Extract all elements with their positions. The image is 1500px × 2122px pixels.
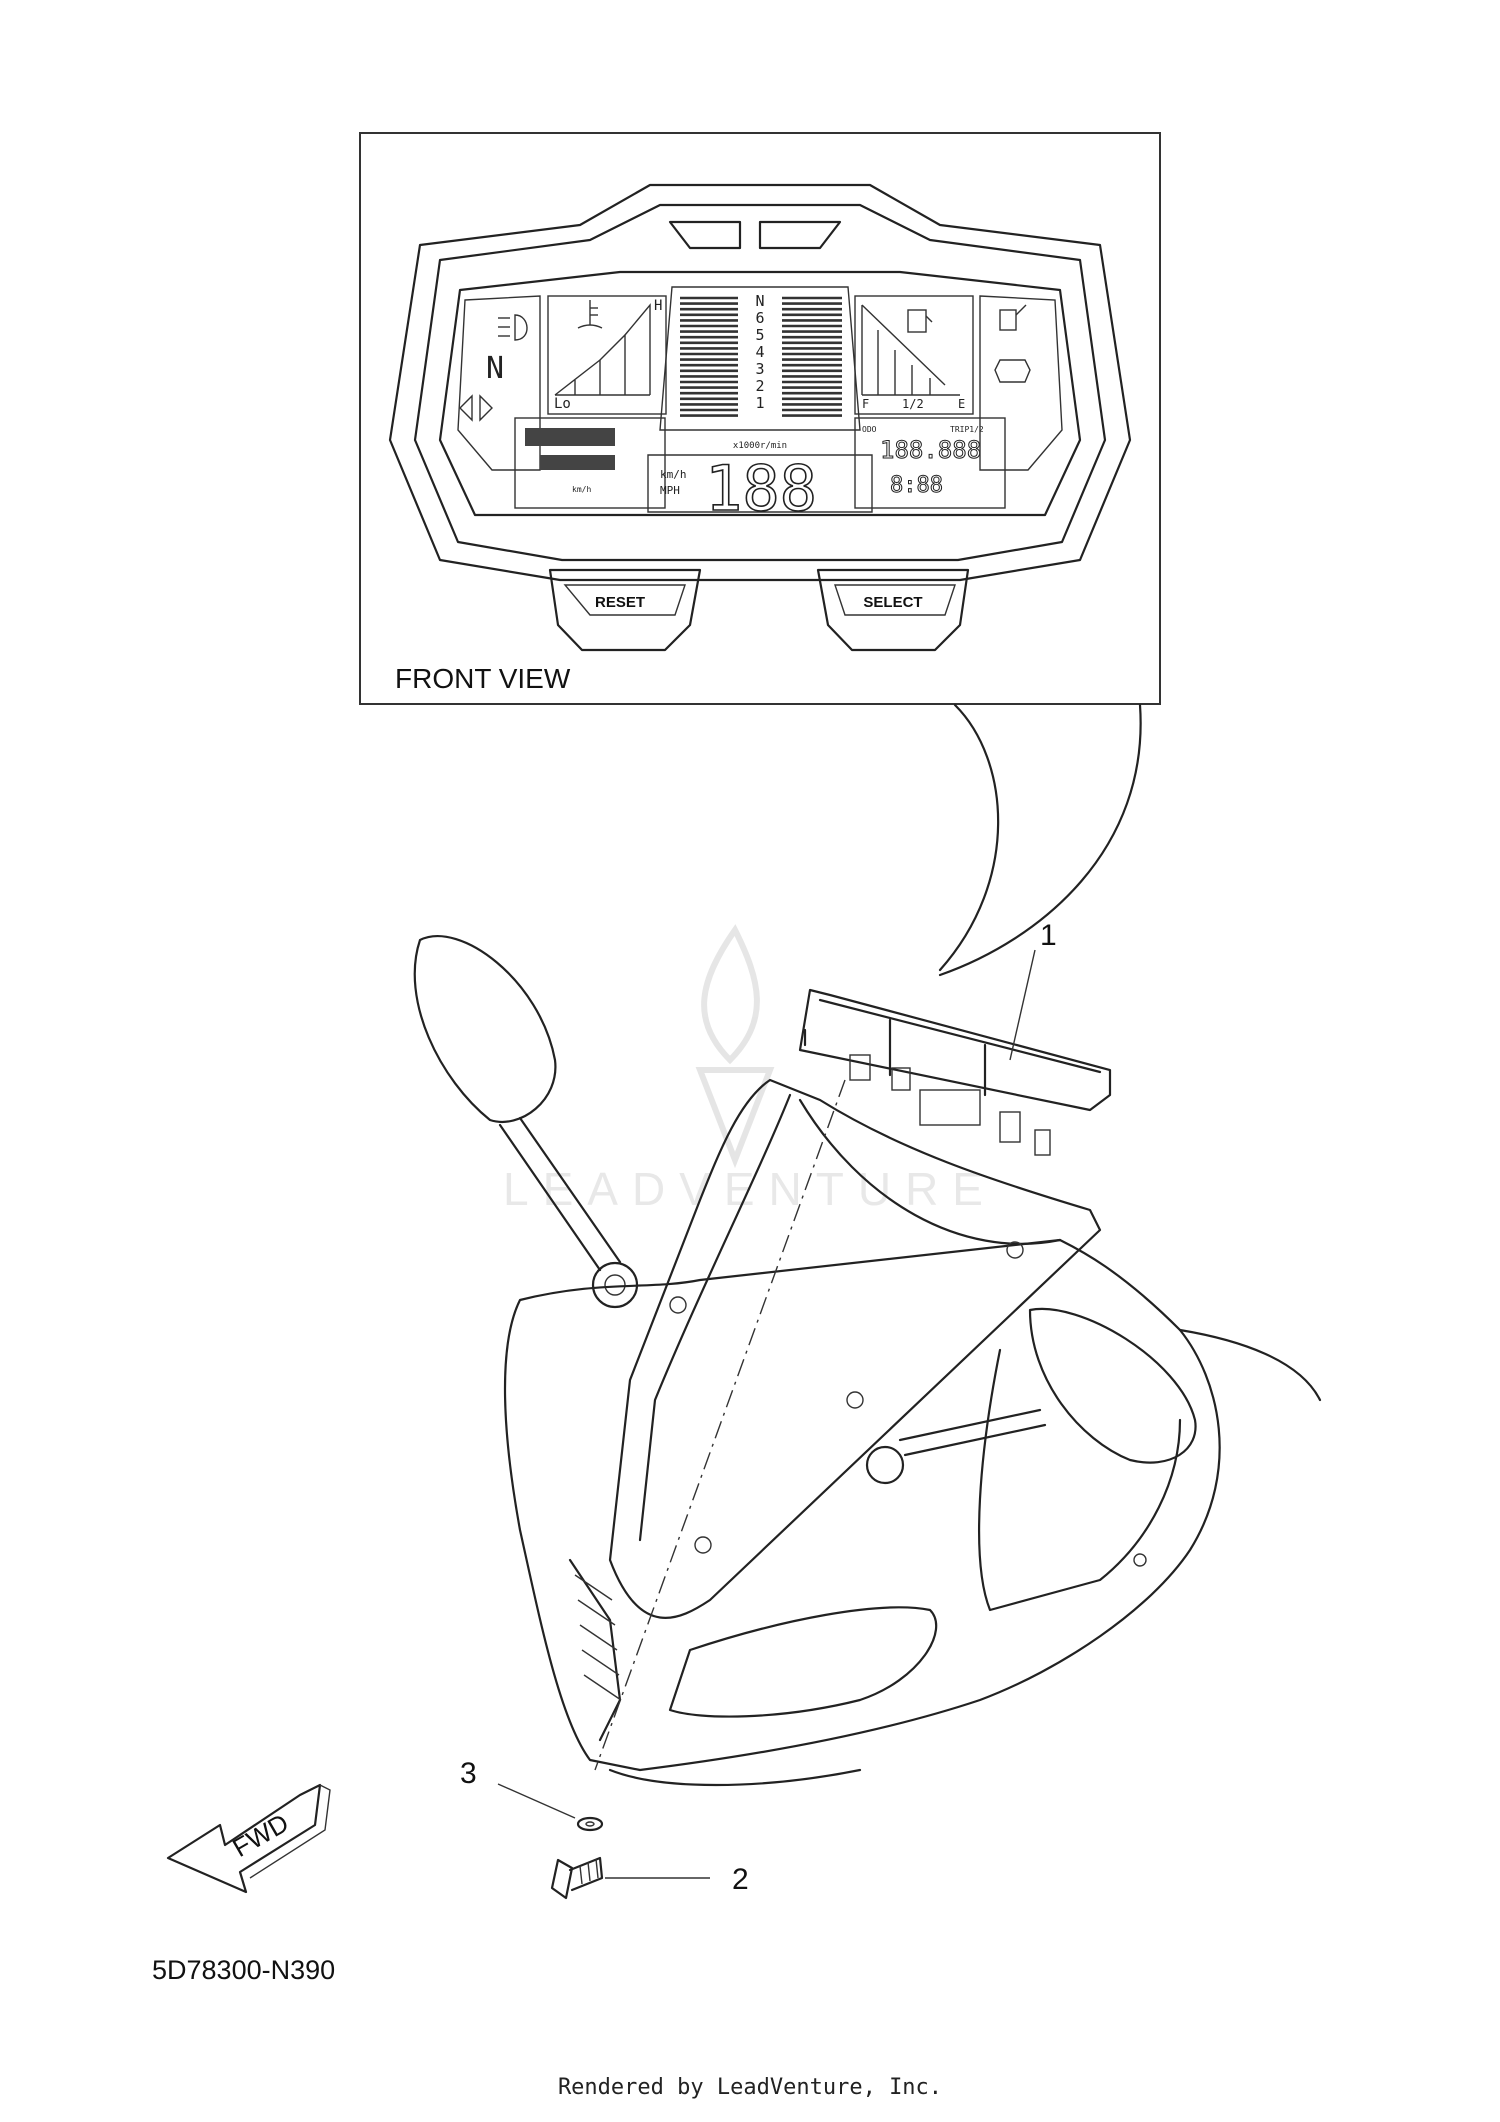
gear-indicator-digit: 3 bbox=[755, 360, 764, 378]
footer-credit: Rendered by LeadVenture, Inc. bbox=[558, 2075, 942, 2100]
front-view-label: FRONT VIEW bbox=[395, 663, 571, 694]
watermark: LEADVENTURE bbox=[503, 924, 997, 1215]
headlight-high-beam-icon bbox=[498, 314, 528, 341]
gear-indicator-digit: 4 bbox=[755, 343, 764, 361]
screw-part bbox=[550, 1856, 604, 1900]
callout-1-label: 1 bbox=[1040, 919, 1057, 952]
gear-indicator-digit: 2 bbox=[755, 377, 764, 395]
speed-unit-mph: MPH bbox=[660, 484, 680, 497]
clock-digits: 8:88 bbox=[890, 473, 943, 498]
left-info-segment-bottom bbox=[540, 455, 615, 470]
left-mirror-stem bbox=[498, 1116, 622, 1272]
select-button[interactable]: SELECT bbox=[816, 568, 970, 652]
watermark-shield-icon bbox=[695, 1067, 775, 1169]
speedometer-window bbox=[647, 454, 873, 513]
temperature-low-label: Lo bbox=[554, 396, 571, 412]
fuel-empty-label: E bbox=[958, 397, 965, 411]
gear-indicator-digit: N bbox=[755, 292, 764, 310]
top-indicator-left bbox=[668, 220, 742, 250]
grommet-part bbox=[576, 1816, 604, 1832]
callout-3-label: 3 bbox=[460, 1757, 477, 1790]
speed-digits: 188 bbox=[705, 452, 817, 525]
gear-indicator-digit: 1 bbox=[755, 394, 764, 412]
oil-can-icon bbox=[999, 304, 1027, 331]
watermark-text: LEADVENTURE bbox=[503, 1163, 997, 1215]
meter-connector-3 bbox=[919, 1089, 981, 1126]
tachometer-window bbox=[659, 286, 861, 431]
gear-indicator-digit: 6 bbox=[755, 309, 764, 327]
meter-housing-inner bbox=[413, 203, 1107, 562]
odo-digits: 188.888 bbox=[880, 436, 981, 464]
trip-label: TRIP1/2 bbox=[950, 425, 984, 434]
left-info-unit: km/h bbox=[572, 485, 591, 494]
engine-warning-icon bbox=[994, 359, 1031, 383]
neutral-indicator: N bbox=[486, 351, 504, 386]
forward-direction-arrow-icon: FWD bbox=[166, 1783, 331, 1894]
odo-label: ODO bbox=[862, 425, 877, 434]
reset-button-label: RESET bbox=[595, 594, 645, 611]
turn-signal-icon bbox=[459, 394, 493, 422]
temperature-high-label: H bbox=[654, 298, 662, 314]
tachometer-unit-label: x1000r/min bbox=[733, 441, 787, 451]
fuel-gauge-bars bbox=[861, 304, 960, 396]
fwd-label: FWD bbox=[227, 1807, 293, 1863]
meter-connector-2 bbox=[891, 1067, 911, 1091]
coolant-temperature-icon bbox=[577, 300, 603, 329]
reset-button[interactable]: RESET bbox=[548, 568, 702, 652]
right-info-window bbox=[854, 417, 1006, 509]
callout-2-label: 2 bbox=[732, 1863, 749, 1896]
right-mirror-mount bbox=[865, 1445, 905, 1485]
headlight-lens bbox=[668, 1606, 938, 1718]
right-indicator-window bbox=[979, 295, 1063, 471]
left-mirror bbox=[413, 935, 557, 1123]
fuel-pump-icon bbox=[907, 309, 933, 333]
speed-unit-kmh: km/h bbox=[660, 468, 687, 481]
front-cowl bbox=[413, 935, 1322, 1787]
meter-connector-1 bbox=[849, 1054, 871, 1081]
windscreen-bolts bbox=[669, 1241, 1147, 1567]
right-mirror bbox=[1028, 1307, 1197, 1464]
meter-housing-outer bbox=[388, 183, 1132, 582]
fuel-half-label: 1/2 bbox=[902, 397, 924, 411]
intake-vents bbox=[574, 1574, 622, 1701]
front-view-frame bbox=[359, 132, 1161, 705]
fuel-gauge-window bbox=[854, 295, 974, 415]
watermark-flame-icon bbox=[701, 924, 760, 1065]
top-indicator-right bbox=[758, 220, 842, 250]
meter-connector-4 bbox=[999, 1111, 1021, 1143]
temperature-gauge-bars bbox=[554, 303, 651, 396]
left-info-segment-top bbox=[525, 428, 615, 446]
tachometer-bars bbox=[680, 296, 842, 417]
right-mirror-stem bbox=[898, 1408, 1047, 1457]
meter-display-outline bbox=[438, 270, 1082, 517]
select-button-label: SELECT bbox=[863, 594, 922, 611]
part-code: 5D78300-N390 bbox=[152, 1955, 335, 1985]
callout-leader-swoosh bbox=[938, 703, 1142, 977]
gear-indicator-digit: 5 bbox=[755, 326, 764, 344]
fuel-full-label: F bbox=[862, 397, 869, 411]
windscreen bbox=[608, 1078, 1102, 1619]
meter-assembly-part bbox=[798, 988, 1112, 1156]
right-side-cowl bbox=[978, 1348, 1182, 1612]
callout-3-leader bbox=[497, 1783, 576, 1819]
callout-1-leader bbox=[1009, 949, 1036, 1061]
left-info-window bbox=[514, 417, 666, 509]
meter-connector-5 bbox=[1034, 1129, 1051, 1156]
fairing-body bbox=[503, 1238, 1221, 1772]
left-indicator-window bbox=[457, 295, 541, 471]
fastener-guide-line bbox=[594, 1079, 846, 1771]
